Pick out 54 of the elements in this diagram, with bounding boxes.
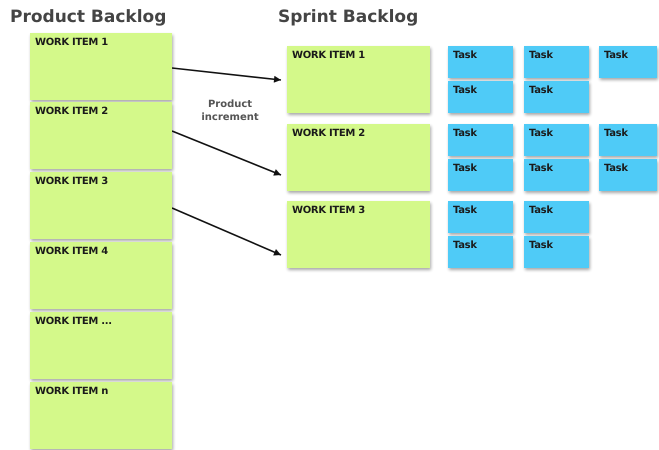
arrow — [172, 130, 282, 176]
work-item-label: WORK ITEM 3 — [292, 205, 365, 216]
work-item-note — [287, 46, 430, 113]
work-item-label: WORK ITEM 1 — [292, 50, 365, 61]
work-item-note — [30, 102, 172, 169]
task-note — [524, 236, 589, 268]
work-item-label: WORK ITEM 2 — [292, 128, 365, 139]
arrow — [172, 67, 282, 83]
task-note — [448, 46, 513, 78]
task-note — [599, 46, 657, 78]
task-note — [524, 201, 589, 233]
task-note — [524, 159, 589, 191]
work-item-label: WORK ITEM 1 — [35, 37, 108, 48]
task-label: Task — [453, 163, 477, 174]
task-label: Task — [453, 205, 477, 216]
task-label: Task — [529, 163, 553, 174]
work-item-label: WORK ITEM n — [35, 386, 108, 397]
task-label: Task — [529, 128, 553, 139]
arrow-caption: Product increment — [200, 98, 260, 124]
task-label: Task — [529, 205, 553, 216]
work-item-note — [30, 172, 172, 239]
work-item-note — [287, 124, 430, 191]
task-label: Task — [453, 50, 477, 61]
task-label: Task — [529, 240, 553, 251]
work-item-note — [30, 382, 172, 449]
task-label: Task — [453, 240, 477, 251]
task-label: Task — [453, 128, 477, 139]
work-item-label: WORK ITEM 4 — [35, 246, 108, 257]
task-label: Task — [529, 50, 553, 61]
task-label: Task — [529, 85, 553, 96]
column-heading: Product Backlog — [10, 7, 166, 27]
work-item-note — [30, 242, 172, 309]
task-note — [448, 201, 513, 233]
work-item-note — [30, 33, 172, 100]
task-note — [448, 124, 513, 156]
work-item-label: WORK ITEM 2 — [35, 106, 108, 117]
work-item-note — [287, 201, 430, 268]
task-label: Task — [453, 85, 477, 96]
task-label: Task — [604, 50, 628, 61]
task-note — [448, 81, 513, 113]
task-note — [448, 159, 513, 191]
work-item-note — [30, 312, 172, 379]
task-label: Task — [604, 128, 628, 139]
task-note — [599, 159, 657, 191]
column-heading: Sprint Backlog — [278, 7, 418, 27]
task-note — [524, 81, 589, 113]
task-note — [524, 124, 589, 156]
arrow — [172, 207, 282, 256]
task-label: Task — [604, 163, 628, 174]
task-note — [448, 236, 513, 268]
work-item-label: WORK ITEM 3 — [35, 176, 108, 187]
task-note — [524, 46, 589, 78]
work-item-label: WORK ITEM ... — [35, 316, 112, 327]
task-note — [599, 124, 657, 156]
